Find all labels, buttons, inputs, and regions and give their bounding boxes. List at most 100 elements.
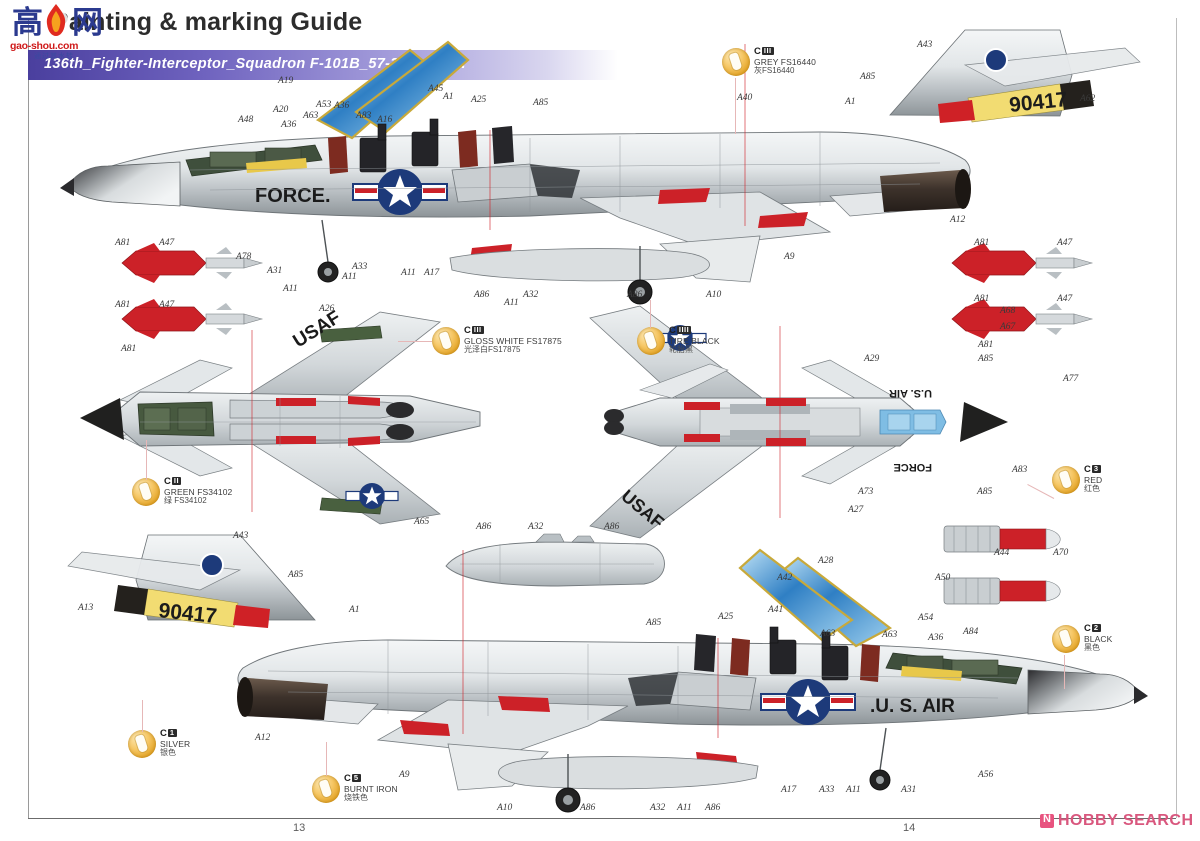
watermark-tagline: 通过其水转 (34, 53, 74, 60)
us-air-mirror-text: U.S. AIR (889, 387, 932, 399)
part-label-A9a: A9 (784, 252, 795, 262)
view-external-fuel-tank (445, 533, 665, 587)
part-label-A20: A20 (273, 105, 289, 115)
part-label-A87d: A47 (1057, 294, 1073, 304)
fuselage-force-text-top: FORCE. (255, 185, 331, 207)
paint-code: C (669, 325, 676, 336)
part-label-A83: A83 (356, 111, 372, 121)
paint-name: TIRE BLACK (669, 335, 720, 346)
part-label-A42: A42 (777, 573, 793, 583)
flame-icon (43, 4, 69, 39)
part-label-A10a: A10 (706, 290, 722, 300)
paint-number: 1 (167, 728, 177, 738)
part-label-A85d: A85 (977, 487, 993, 497)
page-border-right (1176, 18, 1177, 818)
part-label-A1a: A1 (443, 92, 454, 102)
view-plan-underside: USAF (80, 307, 481, 525)
part-label-A63c: A63 (820, 629, 836, 639)
paint-bottle-icon (312, 775, 340, 803)
national-insignia-top (352, 169, 448, 215)
part-label-A67: A67 (1000, 322, 1016, 332)
part-label-A86d: A86 (604, 522, 620, 532)
part-label-A25b: A25 (718, 612, 734, 622)
paint-leader-grey (735, 78, 736, 134)
part-label-A32c: A32 (650, 803, 666, 813)
part-label-A84: A84 (963, 627, 979, 637)
part-label-A81c: A81 (121, 344, 137, 354)
part-label-A36c: A36 (928, 633, 944, 643)
part-label-A19: A19 (278, 76, 294, 86)
part-label-A43: A43 (917, 40, 933, 50)
watermark-char-left: 高 (12, 5, 43, 41)
part-label-A11a: A11 (504, 298, 519, 308)
rocket-pod-group (943, 525, 1061, 605)
paint-bottle-icon (1052, 625, 1080, 653)
paint-code: C (464, 325, 471, 336)
paint-name-cn: 黑色 (1084, 643, 1100, 653)
watermark-url: gao-shou.com (10, 40, 79, 52)
part-label-A26: A26 (319, 304, 335, 314)
paint-number: III (761, 46, 774, 56)
paint-leader-red (1027, 483, 1055, 499)
paint-number: IIII (676, 325, 692, 335)
part-label-A63: A63 (303, 111, 319, 121)
page-title: Painting & marking Guide (52, 8, 363, 36)
part-label-A41: A41 (768, 605, 784, 615)
page-border-left (28, 18, 29, 818)
part-label-A85b: A85 (860, 72, 876, 82)
subtitle-banner (28, 50, 618, 80)
part-label-A29: A29 (864, 354, 880, 364)
part-label-A12b: A12 (255, 733, 271, 743)
paint-leader-silver (142, 700, 143, 732)
paint-name-cn: 绿 FS34102 (164, 496, 207, 506)
part-label-A85f: A85 (646, 618, 662, 628)
paint-number: III (471, 325, 484, 335)
paint-code: C (344, 773, 351, 784)
paint-bottle-icon (132, 478, 160, 506)
part-label-A54: A54 (918, 613, 934, 623)
part-label-A11d: A11 (677, 803, 692, 813)
view-top-side-profile: 90417 (60, 29, 1141, 305)
part-label-A40: A40 (737, 93, 753, 103)
part-label-A83b: A83 (1012, 465, 1028, 475)
part-label-A17: A17 (424, 268, 440, 278)
part-label-A33b: A33 (819, 785, 835, 795)
page-border-bottom (28, 818, 1176, 819)
paint-bottle-icon (128, 730, 156, 758)
part-label-A1b: A1 (845, 97, 856, 107)
paint-code: C (164, 476, 171, 487)
part-label-A53: A53 (316, 100, 332, 110)
part-label-A78: A31 (267, 266, 283, 276)
part-label-A77: A77 (1063, 374, 1079, 384)
part-label-A11e: A11 (846, 785, 861, 795)
paint-bottle-icon (722, 48, 750, 76)
part-label-A11c: A11 (342, 272, 357, 282)
part-label-A81e: A81 (974, 294, 990, 304)
paint-code: C (1084, 623, 1091, 634)
paint-leader-burnt-iron (326, 742, 327, 776)
part-label-A28: A28 (818, 556, 834, 566)
paint-leader-tire-black (650, 300, 651, 328)
page-number-left: 13 (293, 822, 306, 834)
part-label-A45: A45 (428, 84, 444, 94)
part-label-A13: A13 (78, 603, 94, 613)
part-label-A32a: A32 (523, 290, 539, 300)
part-label-A63b: A63 (882, 630, 898, 640)
paint-name: GREY FS16440 (754, 56, 816, 67)
paint-leader-black (1064, 655, 1065, 689)
part-label-A11b: A11 (401, 268, 416, 278)
paint-number: 3 (1091, 464, 1101, 474)
part-label-A70: A70 (1053, 548, 1069, 558)
part-label-A85e: A85 (288, 570, 304, 580)
part-label-A56: A56 (978, 770, 994, 780)
paint-bottle-icon (637, 327, 665, 355)
